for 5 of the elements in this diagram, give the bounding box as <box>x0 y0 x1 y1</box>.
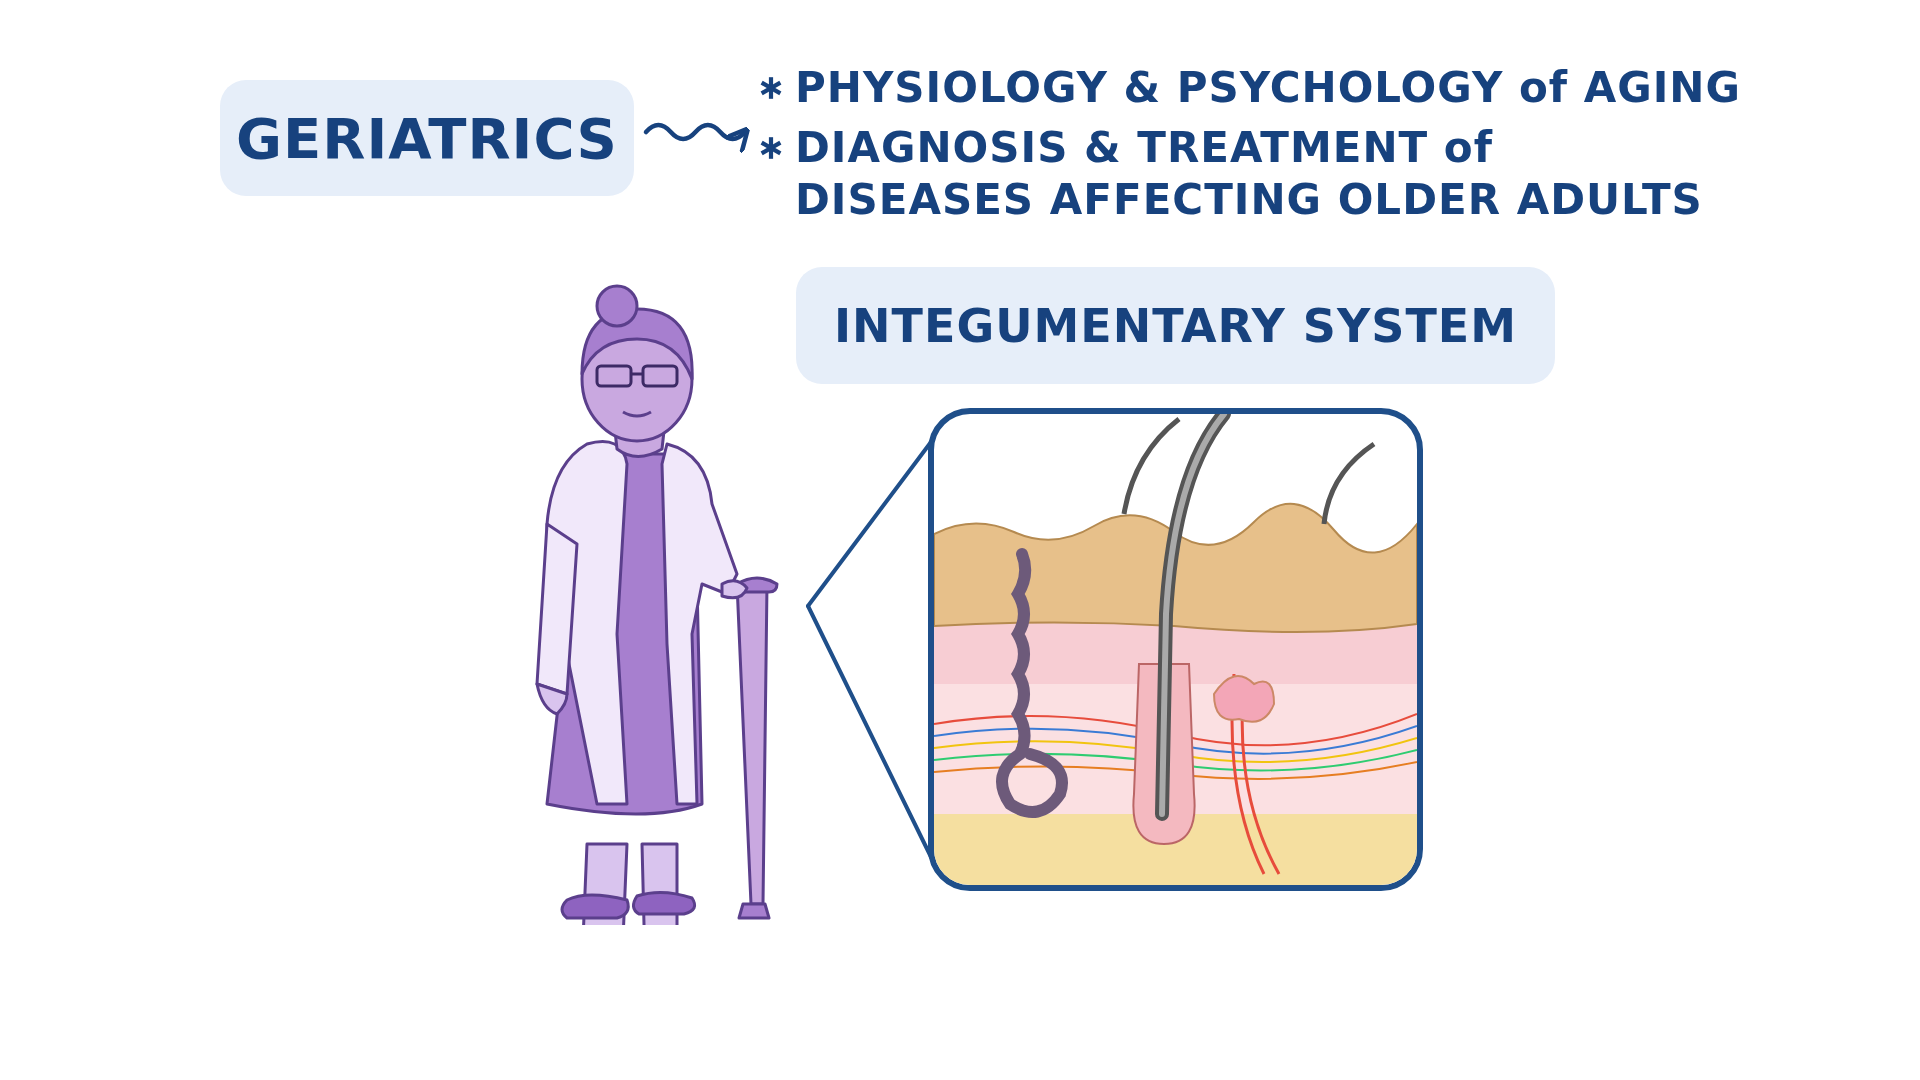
squiggly-arrow <box>643 122 751 155</box>
heading-label: INTEGUMENTARY SYSTEM <box>796 267 1555 384</box>
heading-label: GERIATRICS <box>220 80 634 196</box>
bullet-point-text: DIAGNOSIS & TREATMENT of DISEASES AFFECTING OLDER ADULTS <box>795 122 1704 226</box>
bullet-point-text: PHYSIOLOGY & PSYCHOLOGY of AGING <box>795 62 1741 114</box>
